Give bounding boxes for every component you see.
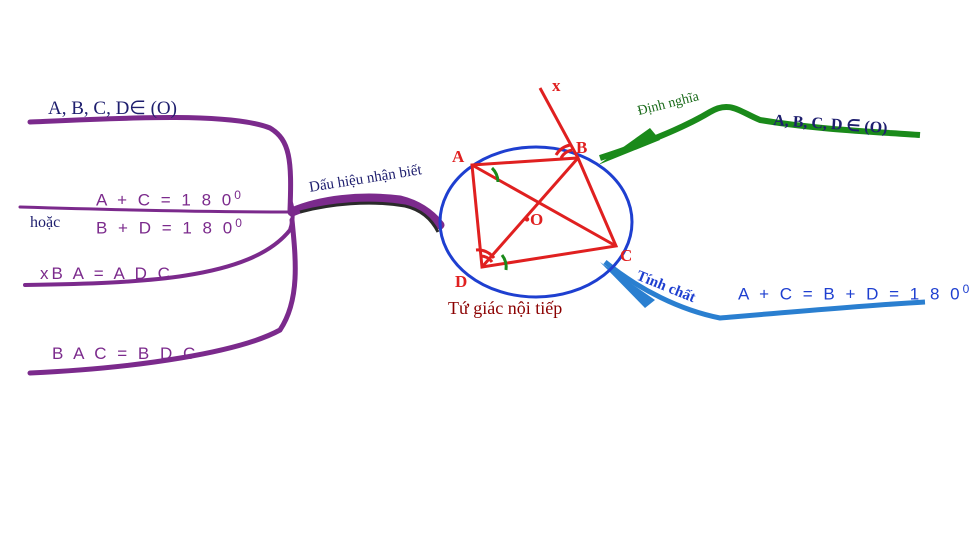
angle-xba-equation: xB A = A D C — [40, 264, 173, 283]
equation-b-plus-d-degree: 0 — [235, 216, 245, 230]
property-equation-degree: 0 — [962, 282, 972, 296]
branch-main-shadow — [299, 201, 440, 233]
point-d-label: D — [455, 272, 468, 291]
branch-property — [603, 260, 926, 321]
branch-definition-arrow — [598, 128, 660, 165]
equation-a-plus-c-text: A + C = 1 8 0 — [96, 190, 235, 210]
equation-b-plus-d: B + D = 1 8 00 — [96, 216, 245, 239]
branch-membership — [27, 115, 294, 213]
branch-property-arrow — [600, 262, 655, 308]
point-o-label: •O — [524, 210, 544, 229]
point-c-label: C — [620, 246, 633, 265]
caption-cyclic-quadrilateral: Tứ giác nội tiếp — [448, 298, 563, 318]
branch-bac — [27, 217, 298, 376]
angle-mark-b — [554, 143, 571, 156]
ray-bx — [538, 87, 580, 159]
property-equation: A + C = B + D = 1 8 00 — [738, 282, 972, 305]
angle-mark-d-green — [500, 254, 508, 271]
equation-b-plus-d-text: B + D = 1 8 0 — [96, 218, 236, 238]
angle-mark-b2 — [559, 148, 573, 159]
branch-main-left — [287, 193, 445, 230]
branch-eq-ac — [18, 205, 292, 214]
equation-a-plus-c-degree: 0 — [234, 188, 244, 202]
circle-o — [438, 145, 634, 299]
point-b-label: B — [576, 138, 588, 157]
property-equation-text: A + C = B + D = 1 8 0 — [738, 284, 963, 304]
angle-mark-a — [490, 166, 500, 183]
membership-label: A, B, C, D∈ (O) — [48, 98, 177, 119]
equation-a-plus-c: A + C = 1 8 00 — [96, 188, 244, 211]
point-a-label: A — [452, 147, 465, 166]
angle-mark-d — [475, 248, 496, 259]
angle-mark-d2 — [479, 254, 494, 263]
purple-branches — [18, 115, 445, 376]
quadrilateral — [470, 87, 619, 269]
angle-bac-equation: B A C = B D C — [52, 344, 199, 363]
point-x-label: x — [552, 76, 561, 95]
or-label: hoặc — [30, 214, 61, 231]
